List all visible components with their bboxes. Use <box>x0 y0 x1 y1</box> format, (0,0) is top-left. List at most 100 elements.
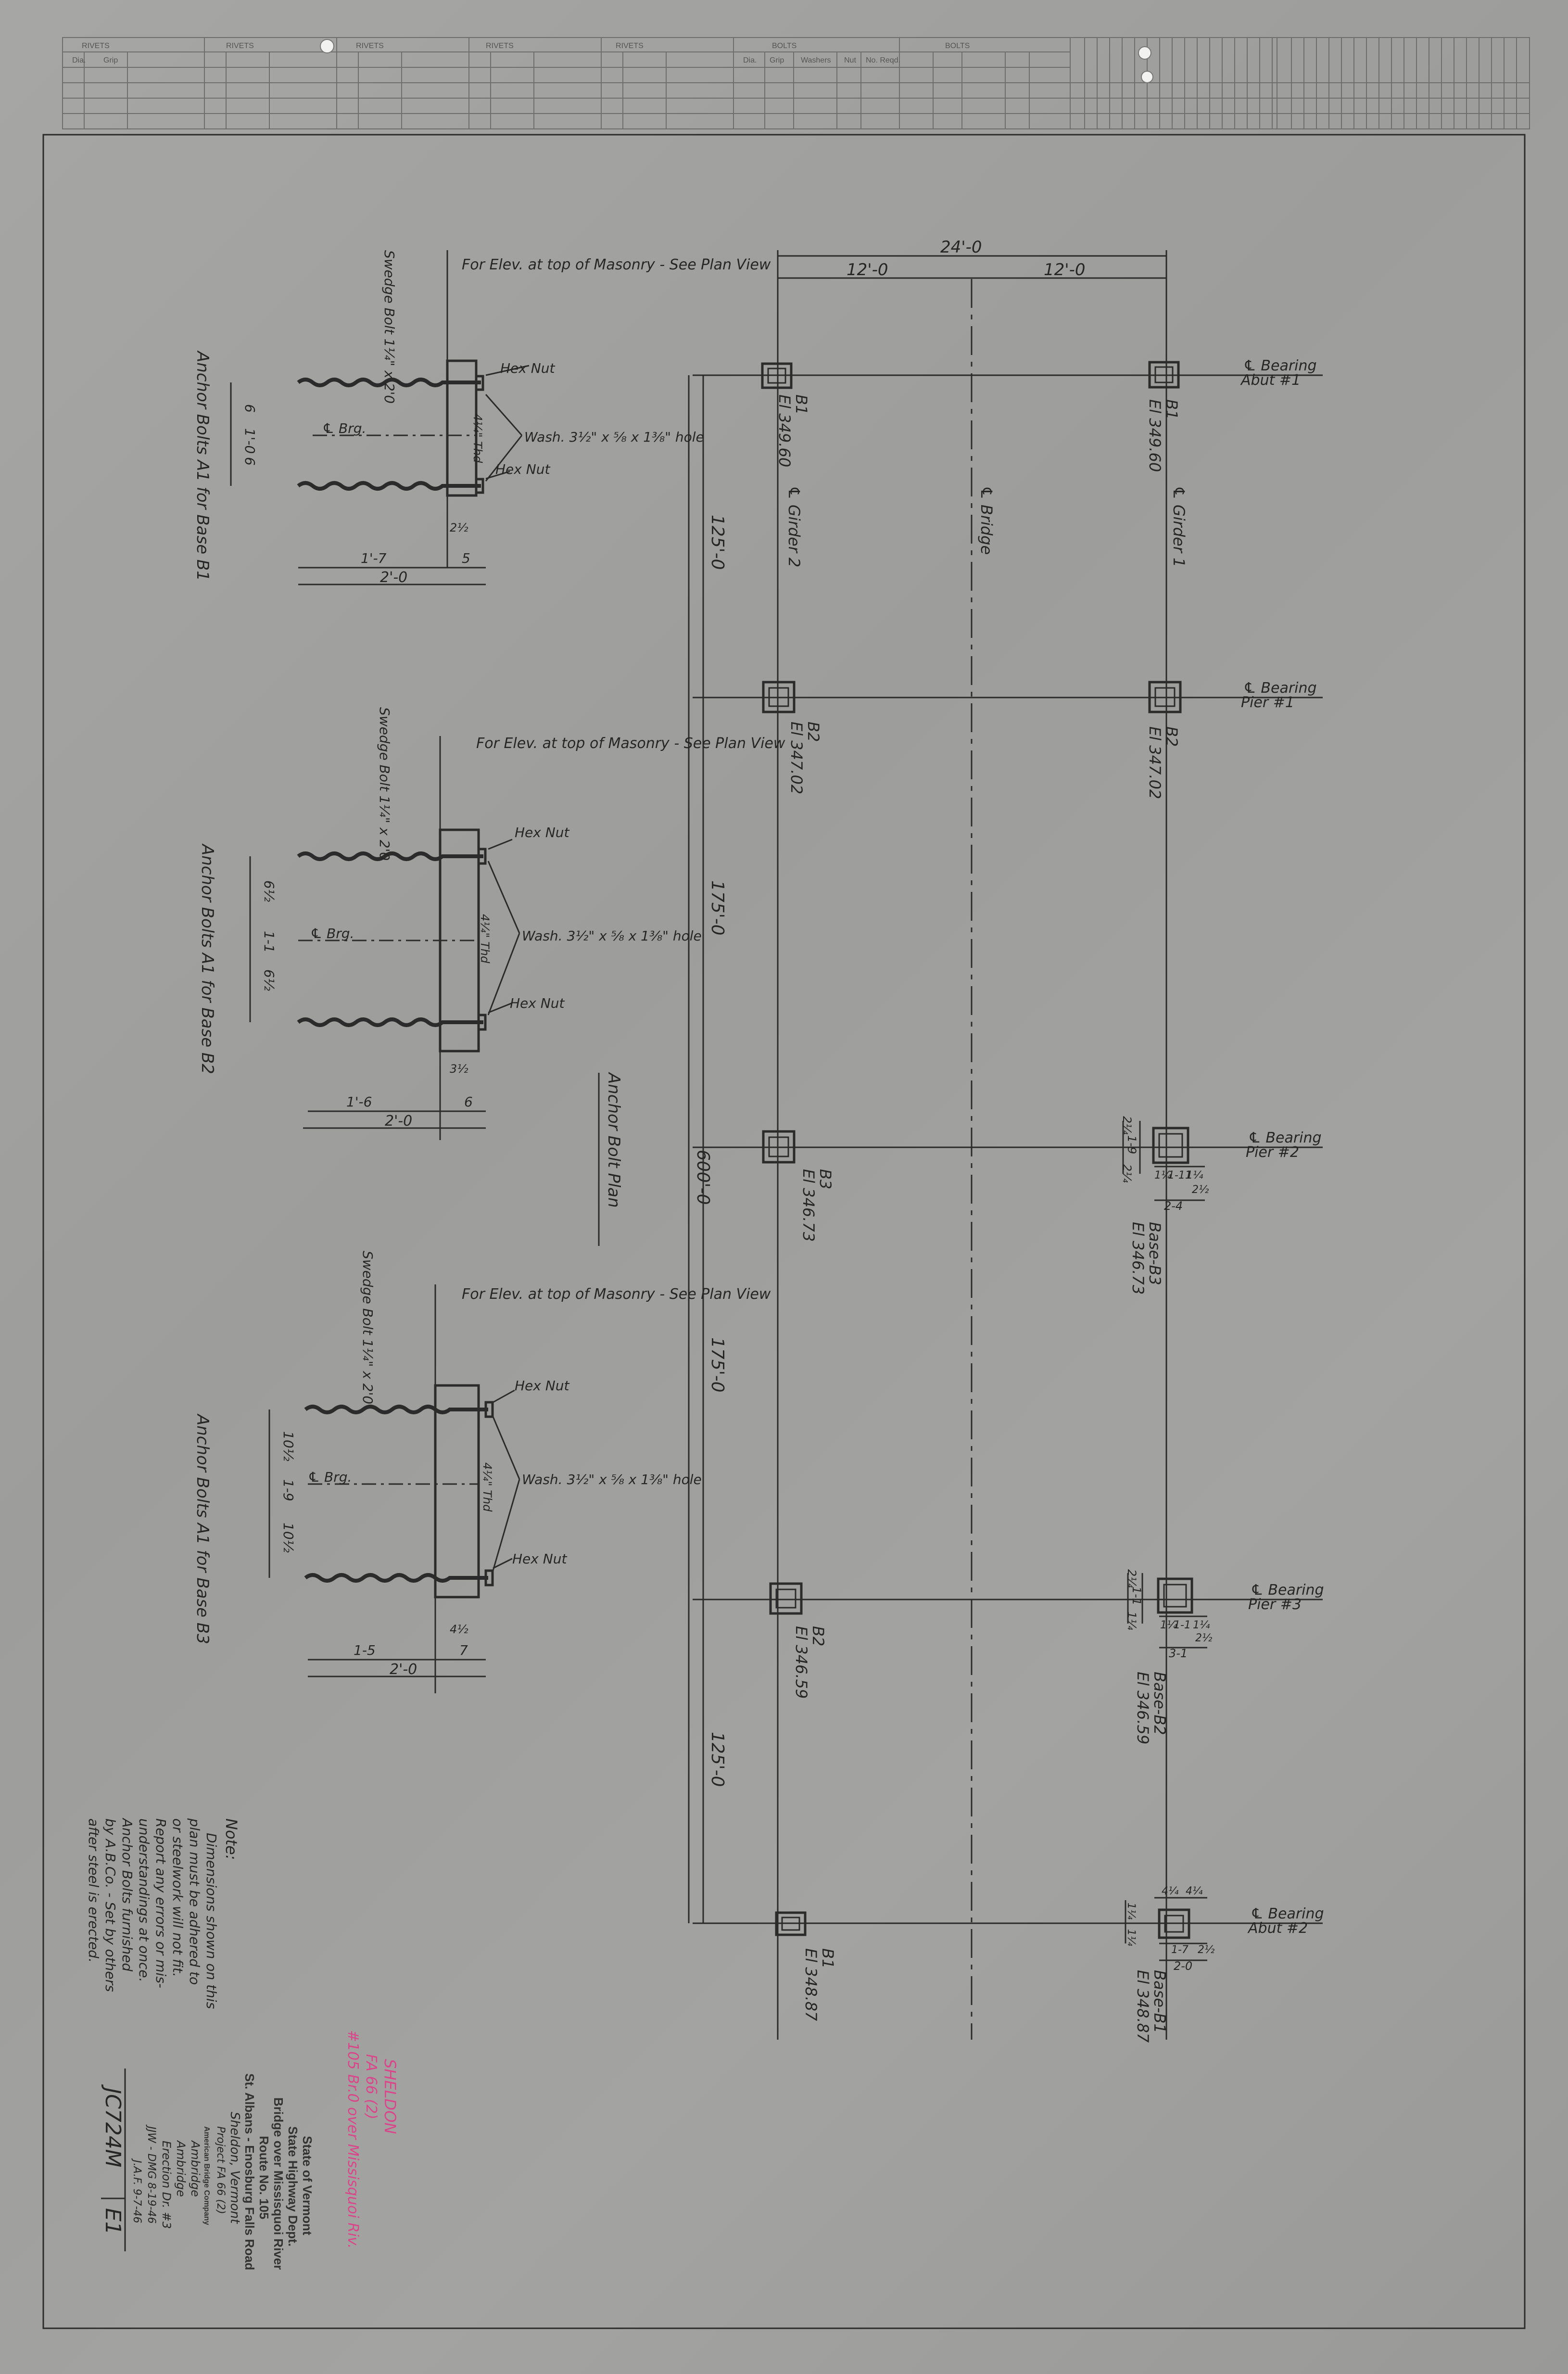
abut2-left-type: B1 <box>819 1948 837 1968</box>
detail-thd: 4¼" Thd <box>478 914 492 964</box>
svg-text:2¼: 2¼ <box>1125 1569 1138 1588</box>
svg-text:2½: 2½ <box>1198 1944 1214 1956</box>
title-block: State of Vermont State Highway Dept. Bri… <box>101 2069 315 2270</box>
pier3-left-type: B2 <box>809 1626 827 1646</box>
svg-text:2-0: 2-0 <box>1174 1959 1192 1973</box>
svg-text:2'-0: 2'-0 <box>380 569 407 586</box>
detail-brg: ℄ Brg. <box>308 1469 352 1485</box>
detail-brg: ℄ Brg. <box>310 926 354 941</box>
svg-text:1¼: 1¼ <box>1125 1903 1137 1920</box>
svg-text:4¼: 4¼ <box>1162 1885 1179 1897</box>
svg-text:6: 6 <box>464 1094 473 1110</box>
detail-title: Anchor Bolts A1 for Base B2 <box>198 843 217 1074</box>
svg-text:Sheldon, Vermont: Sheldon, Vermont <box>228 2112 242 2224</box>
svg-text:6: 6 <box>242 457 258 466</box>
abut1-label-1: ℄ Bearing <box>1243 357 1317 374</box>
detail-hex-nut-1: Hex Nut <box>515 825 569 840</box>
sheet-border <box>42 134 1526 2329</box>
svg-text:Ambridge: Ambridge <box>189 2140 202 2197</box>
pier2-right-type: Base-B3 <box>1146 1222 1164 1285</box>
svg-text:1-9: 1-9 <box>280 1479 296 1501</box>
hdr-bolt-reqd: No. Reqd. <box>866 56 900 64</box>
svg-text:Bridge over Missisquoi River: Bridge over Missisquoi River <box>271 2097 286 2270</box>
svg-text:after steel is erected.: after steel is erected. <box>86 1818 101 1963</box>
svg-text:2¼: 2¼ <box>1120 1164 1134 1183</box>
bearing-pads-girder-2 <box>761 362 807 1936</box>
svg-text:1-1: 1-1 <box>261 931 277 953</box>
detail-brg: ℄ Brg. <box>322 420 366 436</box>
svg-text:4¼: 4¼ <box>1186 1885 1203 1897</box>
svg-text:1-1: 1-1 <box>1130 1587 1143 1605</box>
svg-text:7: 7 <box>459 1642 468 1658</box>
plan-title: Anchor Bolt Plan <box>604 1072 623 1208</box>
svg-text:6½: 6½ <box>261 880 277 902</box>
abut2-right-type: Base-B1 <box>1151 1970 1169 2033</box>
svg-text:4½: 4½ <box>450 1623 468 1636</box>
base-b3-dims: 2¼ 1-9 2¼ 1¼ 1-11 1¼ 2½ 2-4 <box>1120 1116 1209 1213</box>
hdr-group-2: RIVETS <box>226 42 254 50</box>
svg-text:2¼: 2¼ <box>1120 1116 1134 1135</box>
anchor-bolt-detail-b1: Anchor Bolts A1 for Base B1 Swedge Bolt … <box>193 250 771 586</box>
detail-note-1: For Elev. at top of Masonry - See Plan V… <box>476 735 785 752</box>
hdr-group-7: BOLTS <box>945 42 970 50</box>
detail-note-1: For Elev. at top of Masonry - See Plan V… <box>462 256 771 273</box>
hdr-rivet-dia: Dia. <box>72 56 86 64</box>
svg-text:6½: 6½ <box>261 969 277 991</box>
pier3-left-elev: El 346.59 <box>792 1626 810 1699</box>
half-width-dim-left: 12'-0 <box>847 260 888 279</box>
pier1-label-1: ℄ Bearing <box>1243 680 1317 697</box>
order-number: JC724M <box>101 2084 125 2168</box>
notes-heading: Note: <box>222 1818 240 1860</box>
pier2-left-elev: El 346.73 <box>799 1169 818 1242</box>
svg-text:2'-0: 2'-0 <box>385 1113 412 1130</box>
svg-text:1-5: 1-5 <box>354 1642 376 1658</box>
abut2-right-elev: El 348.87 <box>1134 1970 1152 2043</box>
pier1-left-elev: El 347.02 <box>787 722 806 794</box>
hdr-bolt-washers: Washers <box>801 56 831 64</box>
hdr-group-6: BOLTS <box>772 42 797 50</box>
svg-text:1¼: 1¼ <box>1193 1619 1210 1631</box>
detail-washer: Wash. 3½" x ⅝ x 1⅜" hole <box>522 1472 702 1487</box>
abut2-label-2: Abut #2 <box>1247 1920 1308 1937</box>
hdr-group-3: RIVETS <box>356 42 384 50</box>
bearing-pads-girder-1 <box>1148 361 1193 1939</box>
header-table: RIVETS RIVETS RIVETS RIVETS RIVETS BOLTS… <box>62 37 1530 129</box>
svg-text:Ambridge: Ambridge <box>174 2140 188 2197</box>
abut1-label-2: Abut #1 <box>1240 372 1301 389</box>
detail-hex-nut-1: Hex Nut <box>500 360 555 376</box>
hdr-bolt-dia: Dia. <box>743 56 757 64</box>
girder-2-label: ℄ Girder 2 <box>785 486 803 567</box>
detail-washer: Wash. 3½" x ⅝ x 1⅜" hole <box>524 429 704 445</box>
svg-text:1¼: 1¼ <box>1125 1929 1137 1946</box>
svg-text:1-7: 1-7 <box>1171 1944 1189 1956</box>
svg-text:3½: 3½ <box>450 1062 468 1076</box>
abut1-right-type: B1 <box>1163 399 1181 419</box>
anchor-bolt-plan: 24'-0 12'-0 12'-0 600'-0 125'-0 175'-0 1… <box>598 238 1324 2043</box>
hdr-group-4: RIVETS <box>486 42 514 50</box>
punch-hole <box>1138 46 1151 60</box>
svg-text:2½: 2½ <box>1195 1632 1212 1644</box>
abut1-left-type: B1 <box>792 394 810 415</box>
svg-text:or steelwork will not fit.: or steelwork will not fit. <box>170 1818 186 1977</box>
svg-text:JJW - DMG 8-19-46: JJW - DMG 8-19-46 <box>145 2124 157 2223</box>
svg-text:J.A.F. 9-7-46: J.A.F. 9-7-46 <box>131 2158 143 2223</box>
svg-text:1'-7: 1'-7 <box>361 550 387 566</box>
notes-block: Note: Dimensions shown on this plan must… <box>86 1817 240 2009</box>
svg-text:Anchor Bolts furnished: Anchor Bolts furnished <box>119 1817 135 1971</box>
detail-hex-nut-2: Hex Nut <box>512 1551 567 1567</box>
detail-title: Anchor Bolts A1 for Base B1 <box>193 350 212 581</box>
svg-text:2-4: 2-4 <box>1164 1199 1183 1213</box>
svg-text:1'-6: 1'-6 <box>346 1094 372 1110</box>
svg-text:State Highway Dept.: State Highway Dept. <box>286 2126 300 2247</box>
svg-text:1'-0: 1'-0 <box>242 428 258 454</box>
sheet-number: E1 <box>101 2208 125 2235</box>
abut2-left-elev: El 348.87 <box>802 1948 820 2021</box>
detail-hex-nut-2: Hex Nut <box>510 995 565 1011</box>
svg-text:2½: 2½ <box>450 521 468 534</box>
svg-text:5: 5 <box>462 550 470 566</box>
svg-text:2½: 2½ <box>1192 1184 1209 1196</box>
overall-width-dim: 24'-0 <box>940 238 982 257</box>
span-1-dim: 125'-0 <box>708 515 727 570</box>
hdr-group-1: RIVETS <box>82 42 110 50</box>
pier1-right-elev: El 347.02 <box>1146 726 1164 799</box>
